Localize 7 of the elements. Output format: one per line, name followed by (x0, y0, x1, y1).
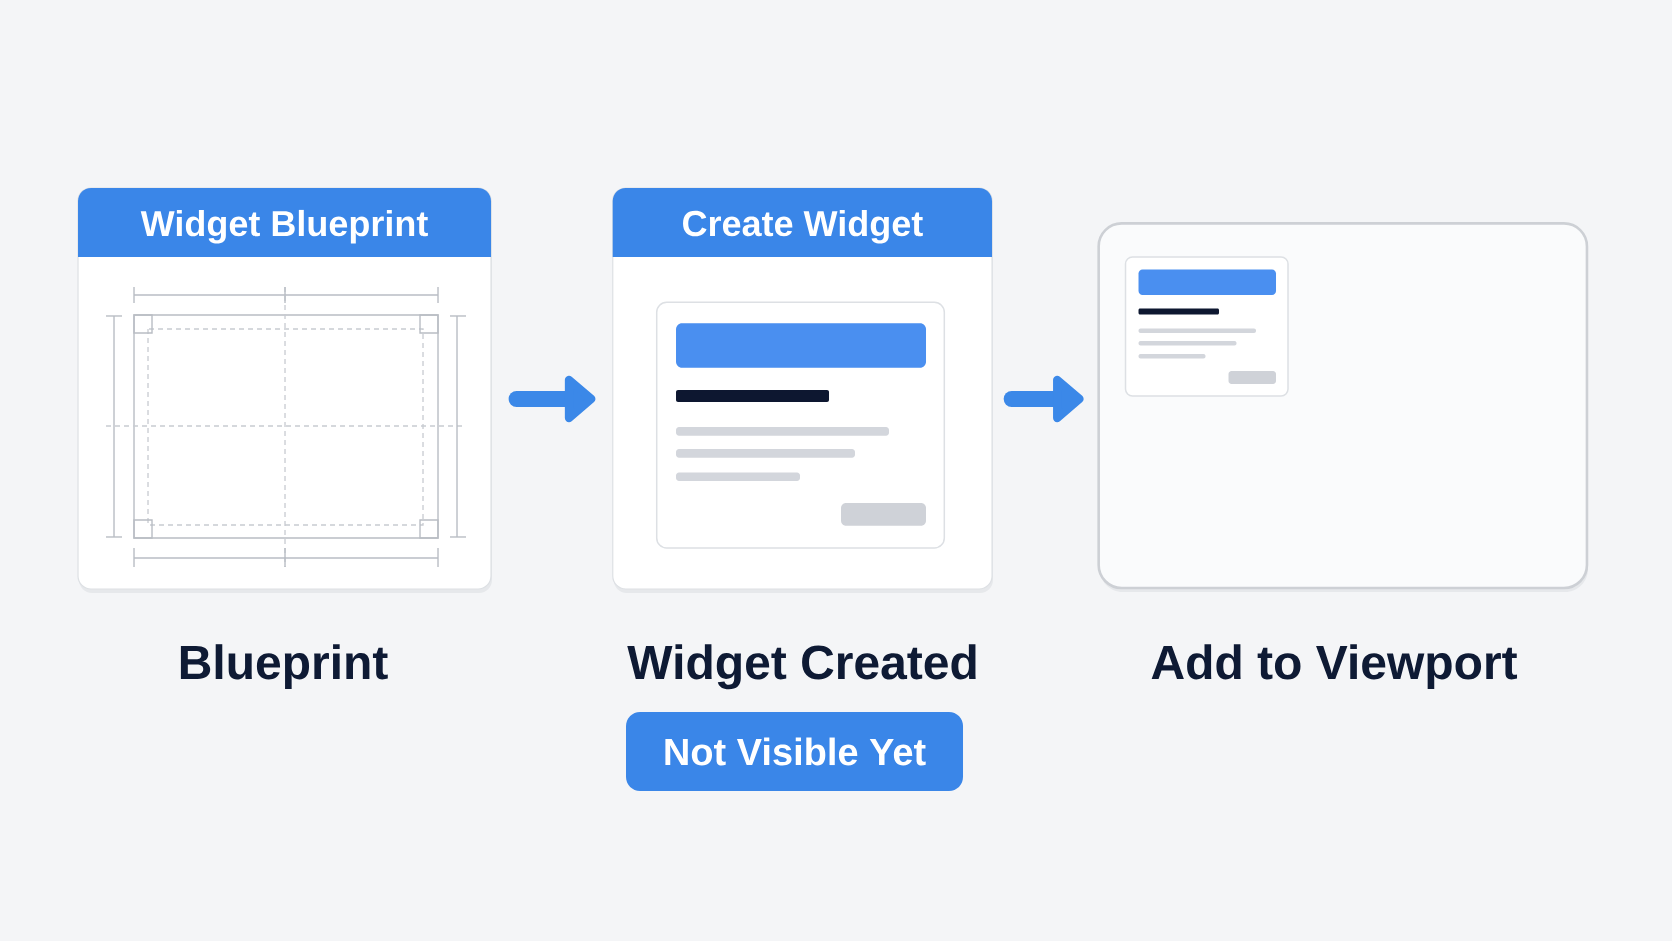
caption: Add to Viewport (1151, 644, 1518, 689)
caption: Blueprint (180, 644, 388, 689)
card: Widget Blueprint (77, 187, 492, 593)
badge: Not Visible Yet (626, 712, 963, 791)
arrow (508, 375, 596, 423)
caption: Widget Created (627, 644, 976, 690)
arrow (1003, 375, 1084, 423)
